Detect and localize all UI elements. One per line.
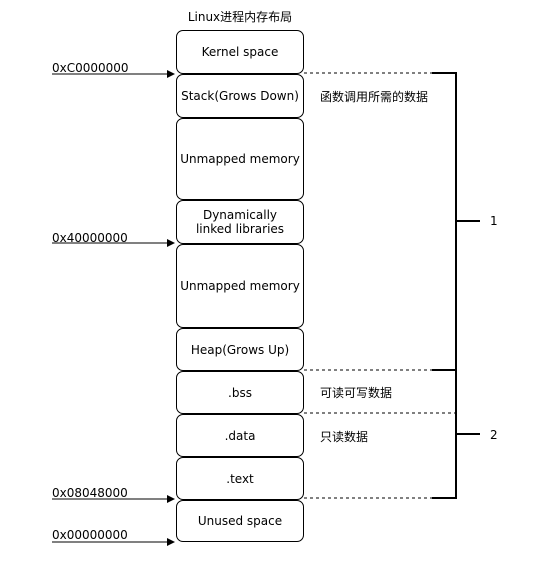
region-label-2: 2: [490, 428, 498, 442]
stack-note: 函数调用所需的数据: [320, 90, 429, 104]
region-brace-1: [432, 72, 480, 371]
diagram-title: Linux进程内存布局: [187, 10, 293, 24]
address-label-40000000: 0x40000000: [52, 231, 128, 245]
stack-block: Stack(Grows Down): [176, 74, 304, 118]
region-brace-2: [432, 369, 480, 499]
data-block: .data: [176, 414, 304, 457]
unused-space-block: Unused space: [176, 500, 304, 542]
address-label-08048000: 0x08048000: [52, 486, 128, 500]
bss-note: 可读可写数据: [320, 386, 393, 400]
address-label-00000000: 0x00000000: [52, 528, 128, 542]
data-note: 只读数据: [320, 430, 369, 444]
address-label-c0000000: 0xC0000000: [52, 61, 129, 75]
kernel-space-block: Kernel space: [176, 30, 304, 74]
region-label-1: 1: [490, 214, 498, 228]
dynamic-libraries-block: Dynamically linked libraries: [176, 200, 304, 244]
bss-block: .bss: [176, 371, 304, 414]
heap-block: Heap(Grows Up): [176, 328, 304, 371]
unmapped-memory-block-lower: Unmapped memory: [176, 244, 304, 328]
unmapped-memory-block-upper: Unmapped memory: [176, 118, 304, 200]
text-block: .text: [176, 457, 304, 500]
